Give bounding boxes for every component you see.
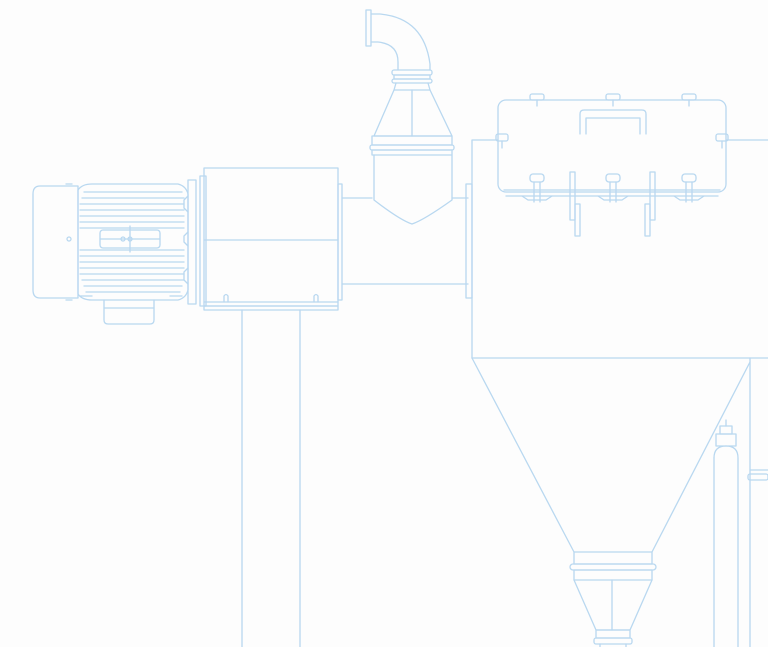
connecting-duct: [341, 183, 473, 299]
motor: [32, 179, 197, 325]
support-leg-left: [241, 309, 301, 647]
discharge-outlet: [573, 579, 653, 647]
motor-cooling-fins: [79, 191, 185, 293]
support-leg-right: [713, 419, 768, 647]
hatch-clamps-bottom: [521, 173, 705, 203]
inlet-elbow: [365, 9, 433, 84]
conical-hopper: [471, 357, 751, 581]
inlet-hopper: [369, 82, 455, 225]
filter-chamber: [471, 139, 768, 647]
inspection-hatch: [495, 93, 729, 237]
hatch-clamp-knobs-top: [529, 93, 697, 107]
gear-housing: [199, 167, 343, 311]
